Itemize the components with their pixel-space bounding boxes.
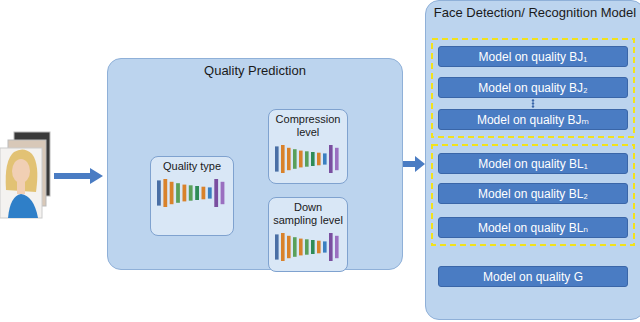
thumbnail-bar	[317, 153, 321, 166]
thumbnail-bar	[202, 187, 206, 200]
box-title: Compression level	[269, 110, 347, 139]
thumbnail-bar	[281, 145, 285, 173]
thumbnail-bar	[183, 185, 187, 202]
model-box: Model on quality G	[438, 266, 628, 287]
thumbnail-bar	[299, 239, 303, 256]
box-title: Quality Prediction	[108, 59, 402, 78]
network-thumbnail	[273, 230, 343, 264]
model-box: Model on quality BJₘ	[438, 109, 628, 130]
flow-arrow	[403, 156, 425, 172]
box-title: Quality type	[151, 157, 233, 173]
thumbnail-bar	[170, 182, 174, 204]
thumbnail-bar	[163, 179, 167, 207]
thumbnail-bar	[287, 236, 291, 258]
model-box: Model on quality BL₂	[438, 183, 628, 204]
thumbnail-bar	[214, 179, 218, 207]
model-label: Model on quality BLₙ	[474, 221, 592, 235]
dashed-group-outline	[432, 145, 634, 245]
thumbnail-bar	[293, 237, 297, 257]
input-arrow	[54, 168, 103, 184]
thumbnail-bar	[299, 151, 303, 168]
ellipsis-dot	[532, 105, 534, 107]
arrow-shaft	[403, 161, 415, 167]
group-panel: Quality PredictionQuality type Compressio…	[107, 58, 403, 270]
thumbnail-bar	[335, 148, 339, 170]
box-title: Face Detection/ Recognition Model	[426, 1, 640, 20]
arrow-head	[415, 156, 425, 172]
thumbnail-bar	[311, 152, 315, 166]
model-box: Model on quality BLₙ	[438, 217, 628, 238]
thumbnail-bar	[335, 236, 339, 258]
model-box: Model on quality BL₁	[438, 153, 628, 174]
thumbnail-bar	[305, 151, 309, 166]
model-label: Model on quality BJ₁	[475, 50, 592, 64]
thumbnail-bar	[305, 239, 309, 254]
face-image-stack	[0, 132, 50, 218]
model-label: Model on quality BL₂	[474, 187, 592, 201]
thumbnail-bar	[329, 233, 333, 261]
model-box: Model on quality BJ₂	[438, 77, 628, 98]
thumbnail-bar	[275, 234, 279, 259]
ellipsis-dot	[532, 102, 534, 104]
group-panel: Face Detection/ Recognition ModelModel o…	[425, 0, 640, 320]
box-title: Down sampling level	[269, 198, 347, 227]
network-thumbnail	[273, 142, 343, 176]
predictor-box: Down sampling level	[268, 197, 348, 272]
thumbnail-bar	[189, 185, 193, 200]
thumbnail-bar	[221, 182, 225, 204]
thumbnail-bar	[208, 187, 212, 198]
dashed-group-outline	[432, 39, 634, 137]
thumbnail-bar	[317, 241, 321, 254]
thumbnail-bar	[287, 148, 291, 170]
network-thumbnail	[155, 176, 229, 210]
thumbnail-bar	[311, 240, 315, 254]
thumbnail-bar	[323, 241, 327, 252]
thumbnail-bar	[293, 149, 297, 169]
thumbnail-bar	[176, 183, 180, 203]
ellipsis-dot	[532, 99, 534, 101]
predictor-box: Compression level	[268, 109, 348, 184]
thumbnail-bar	[275, 146, 279, 171]
model-label: Model on quality BL₁	[474, 157, 591, 171]
model-label: Model on quality BJ₂	[474, 81, 591, 95]
model-label: Model on quality BJₘ	[473, 113, 593, 127]
model-box: Model on quality BJ₁	[438, 46, 628, 67]
thumbnail-bar	[323, 153, 327, 164]
thumbnail-bar	[157, 180, 161, 205]
thumbnail-bar	[329, 145, 333, 173]
predictor-box: Quality type	[150, 156, 234, 236]
thumbnail-bar	[281, 233, 285, 261]
model-label: Model on quality G	[479, 270, 587, 284]
thumbnail-bar	[195, 186, 199, 200]
